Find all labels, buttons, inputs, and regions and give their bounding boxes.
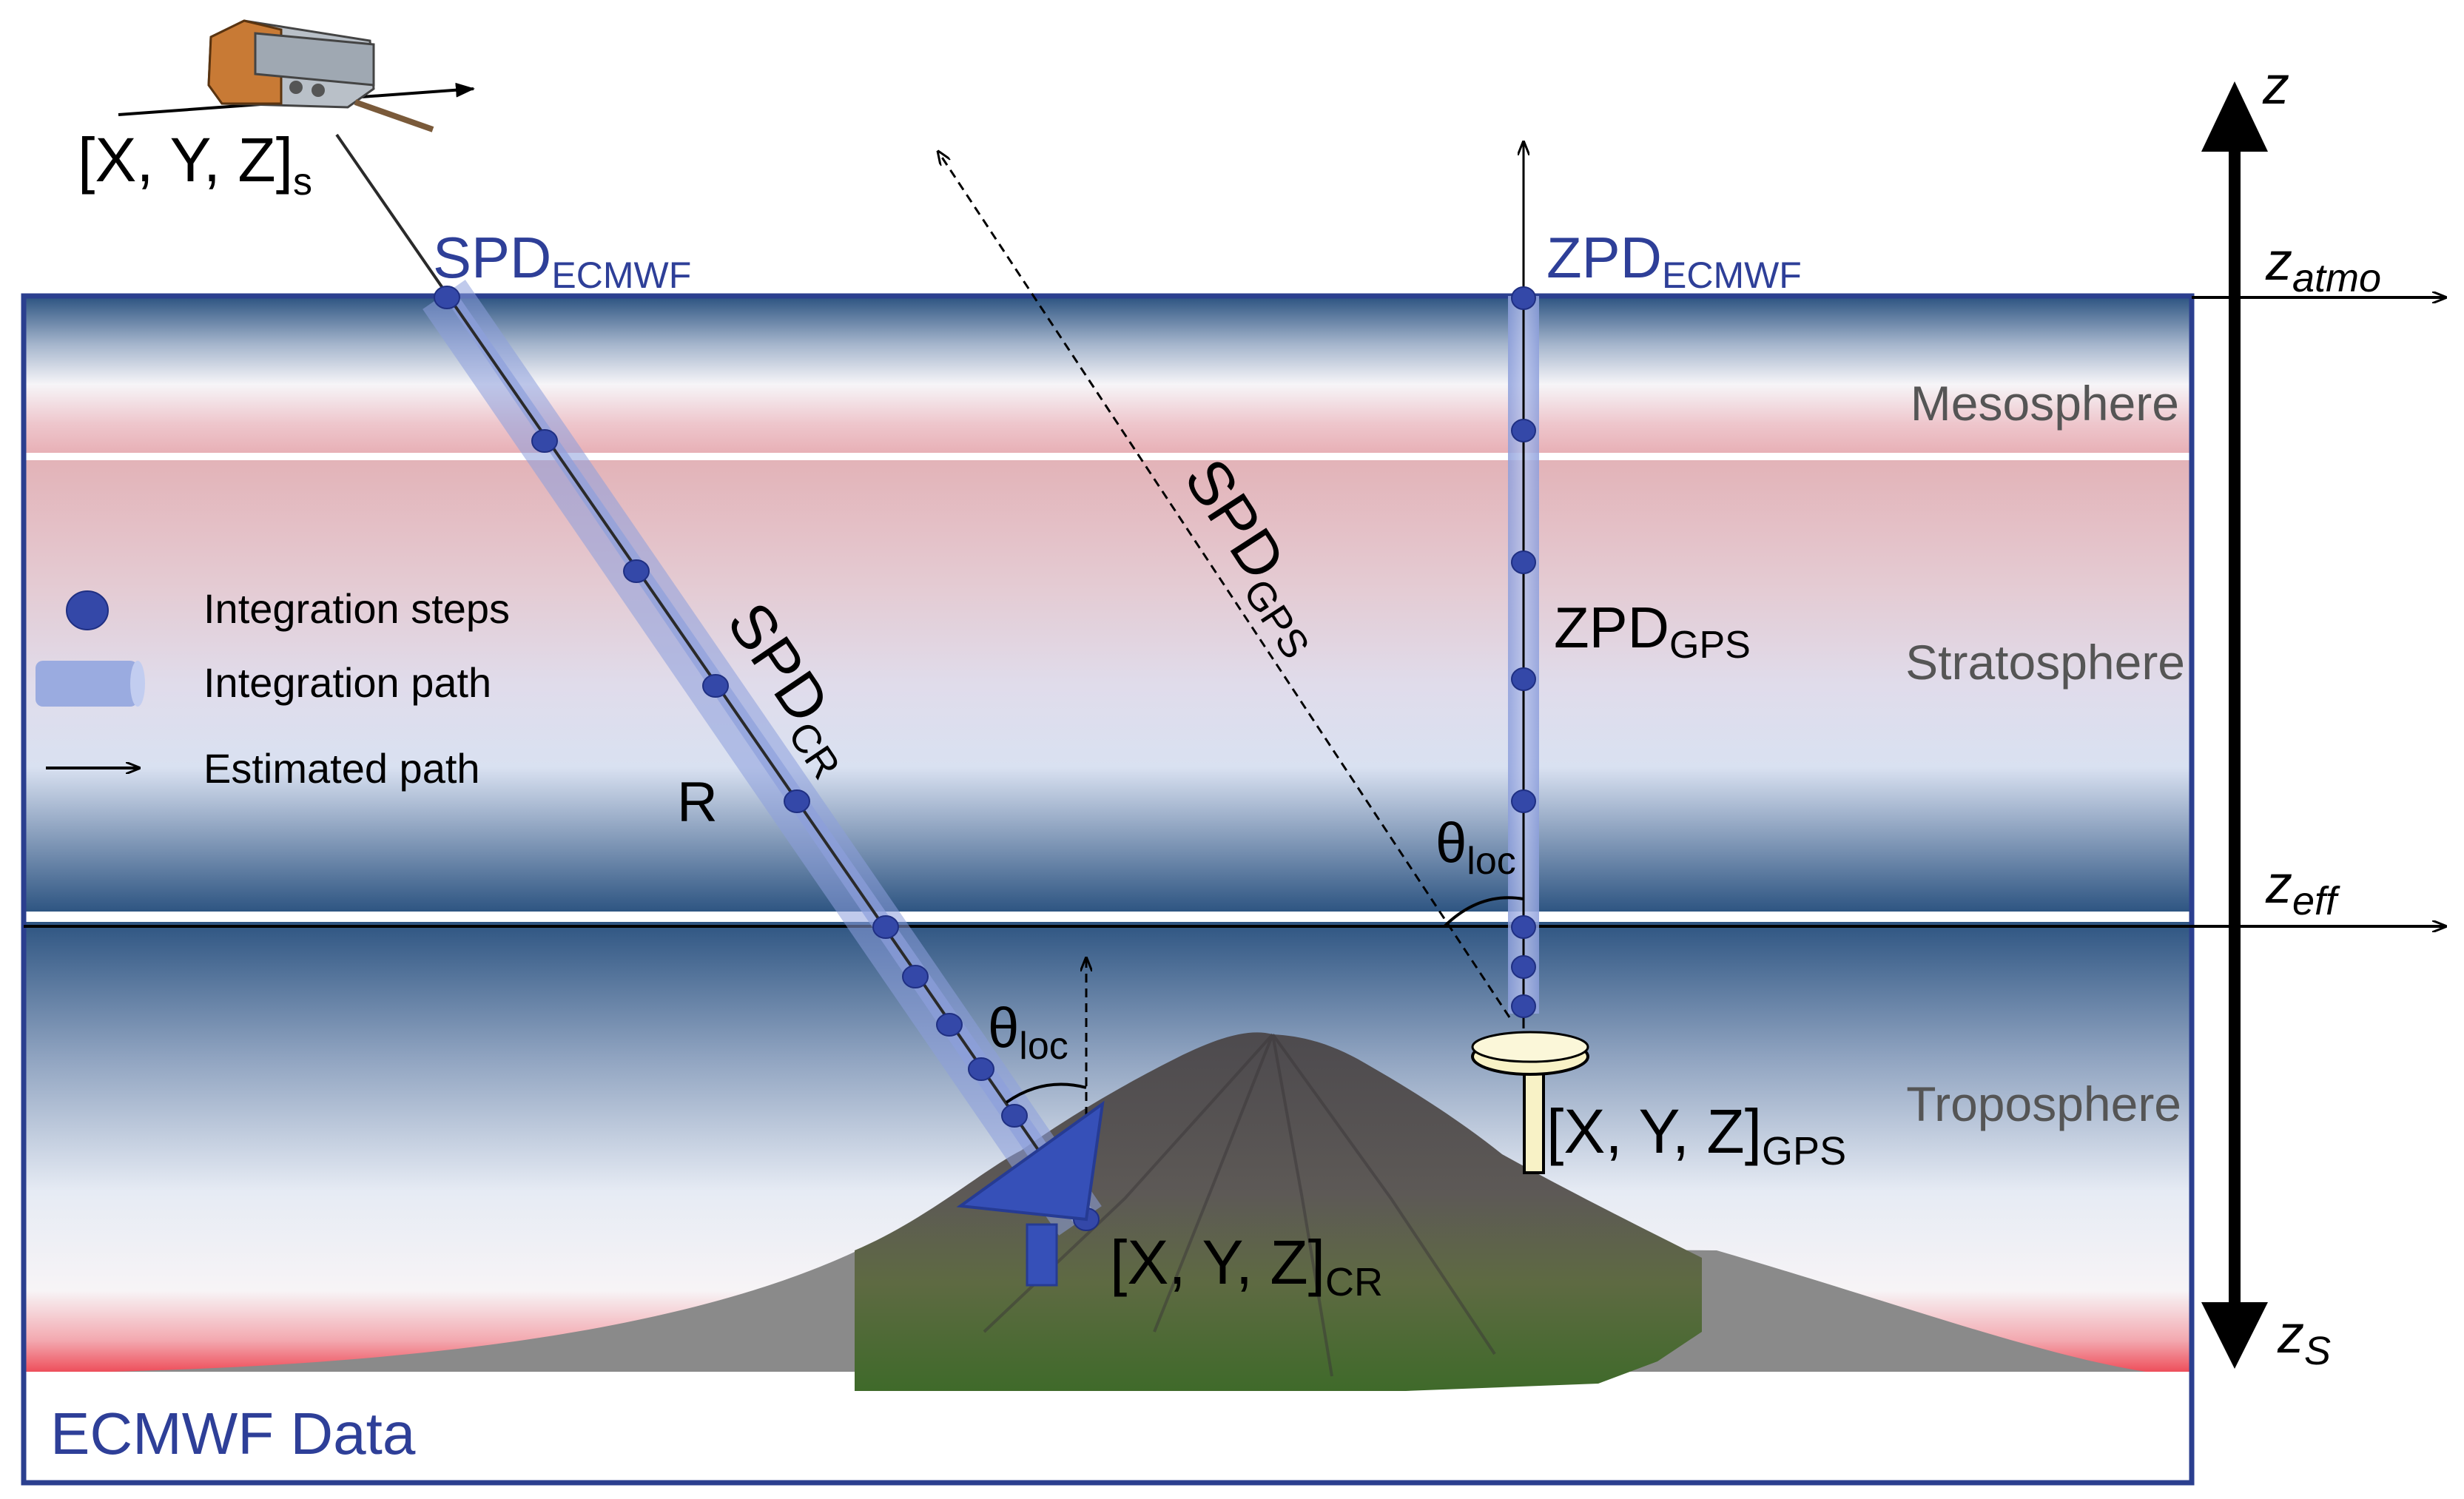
step-dot	[1511, 419, 1536, 442]
legend-path-label: Integration path	[203, 659, 491, 706]
theta-arc-cr	[1005, 1082, 1087, 1104]
mountain-ridges	[983, 1033, 1496, 1377]
step-dot	[1511, 550, 1536, 574]
satellite-coordinates-label: [X, Y, Z]s	[78, 125, 312, 203]
legend: Integration steps Integration path Estim…	[36, 585, 510, 792]
step-dot	[1511, 915, 1536, 939]
integration-steps-vertical	[1511, 286, 1536, 1018]
step-dot	[784, 789, 810, 813]
cr-coordinates-label: [X, Y, Z]CR	[1110, 1227, 1383, 1304]
theta-loc-gps-label: θloc	[1435, 812, 1516, 883]
troposphere-label: Troposphere	[1906, 1077, 2181, 1131]
z-eff-label: zeff	[2265, 855, 2340, 923]
layer-separator-tropopause	[24, 912, 2192, 922]
legend-dot-icon	[66, 590, 109, 630]
mesosphere-band	[24, 297, 2192, 456]
gps-antenna-icon	[1471, 1031, 1589, 1174]
z-axis-arrow-bottom	[2201, 1302, 2268, 1369]
step-dot	[531, 429, 558, 453]
legend-steps-label: Integration steps	[203, 585, 510, 632]
zpd-ecmwf-label: ZPDECMWF	[1546, 225, 1802, 296]
zpd-gps-label: ZPDGPS	[1554, 595, 1751, 667]
z-atmo-label: zatmo	[2265, 232, 2381, 300]
z-axis-label: z	[2262, 56, 2289, 115]
step-dot	[1511, 286, 1536, 310]
step-dot	[936, 1013, 963, 1037]
step-dot	[1001, 1104, 1028, 1128]
spd-gps-dashed-line	[938, 152, 1511, 1018]
spd-ecmwf-label: SPDECMWF	[433, 225, 691, 296]
ecmwf-frame	[21, 293, 2195, 1486]
z-axis-arrow-top	[2201, 81, 2268, 152]
mesosphere-label: Mesosphere	[1911, 376, 2179, 431]
ecmwf-data-label: ECMWF Data	[50, 1401, 416, 1466]
satellite-icon	[118, 19, 475, 132]
corner-reflector-icon	[956, 1100, 1105, 1287]
theta-arc-gps	[1443, 896, 1524, 928]
theta-loc-cr-label: θloc	[988, 997, 1068, 1068]
step-dot	[434, 286, 460, 309]
mountain	[855, 1032, 1702, 1391]
step-dot	[1511, 994, 1536, 1018]
legend-band-cap	[130, 661, 145, 707]
z-s-label: zS	[2277, 1305, 2331, 1373]
step-dot	[1511, 789, 1536, 813]
step-dot	[1511, 667, 1536, 691]
step-dot	[702, 674, 729, 698]
step-dot	[623, 559, 650, 583]
stratosphere-band	[24, 460, 2192, 912]
legend-estimated-label: Estimated path	[203, 745, 480, 792]
layer-separator-top	[24, 453, 2192, 460]
step-dot	[968, 1057, 994, 1081]
step-dot	[1511, 955, 1536, 979]
legend-band-icon	[36, 661, 138, 707]
gps-coordinates-label: [X, Y, Z]GPS	[1546, 1097, 1846, 1173]
range-label: R	[677, 771, 718, 834]
stratosphere-label: Stratosphere	[1905, 635, 2185, 690]
step-dot	[872, 915, 899, 939]
step-dot	[902, 965, 929, 988]
